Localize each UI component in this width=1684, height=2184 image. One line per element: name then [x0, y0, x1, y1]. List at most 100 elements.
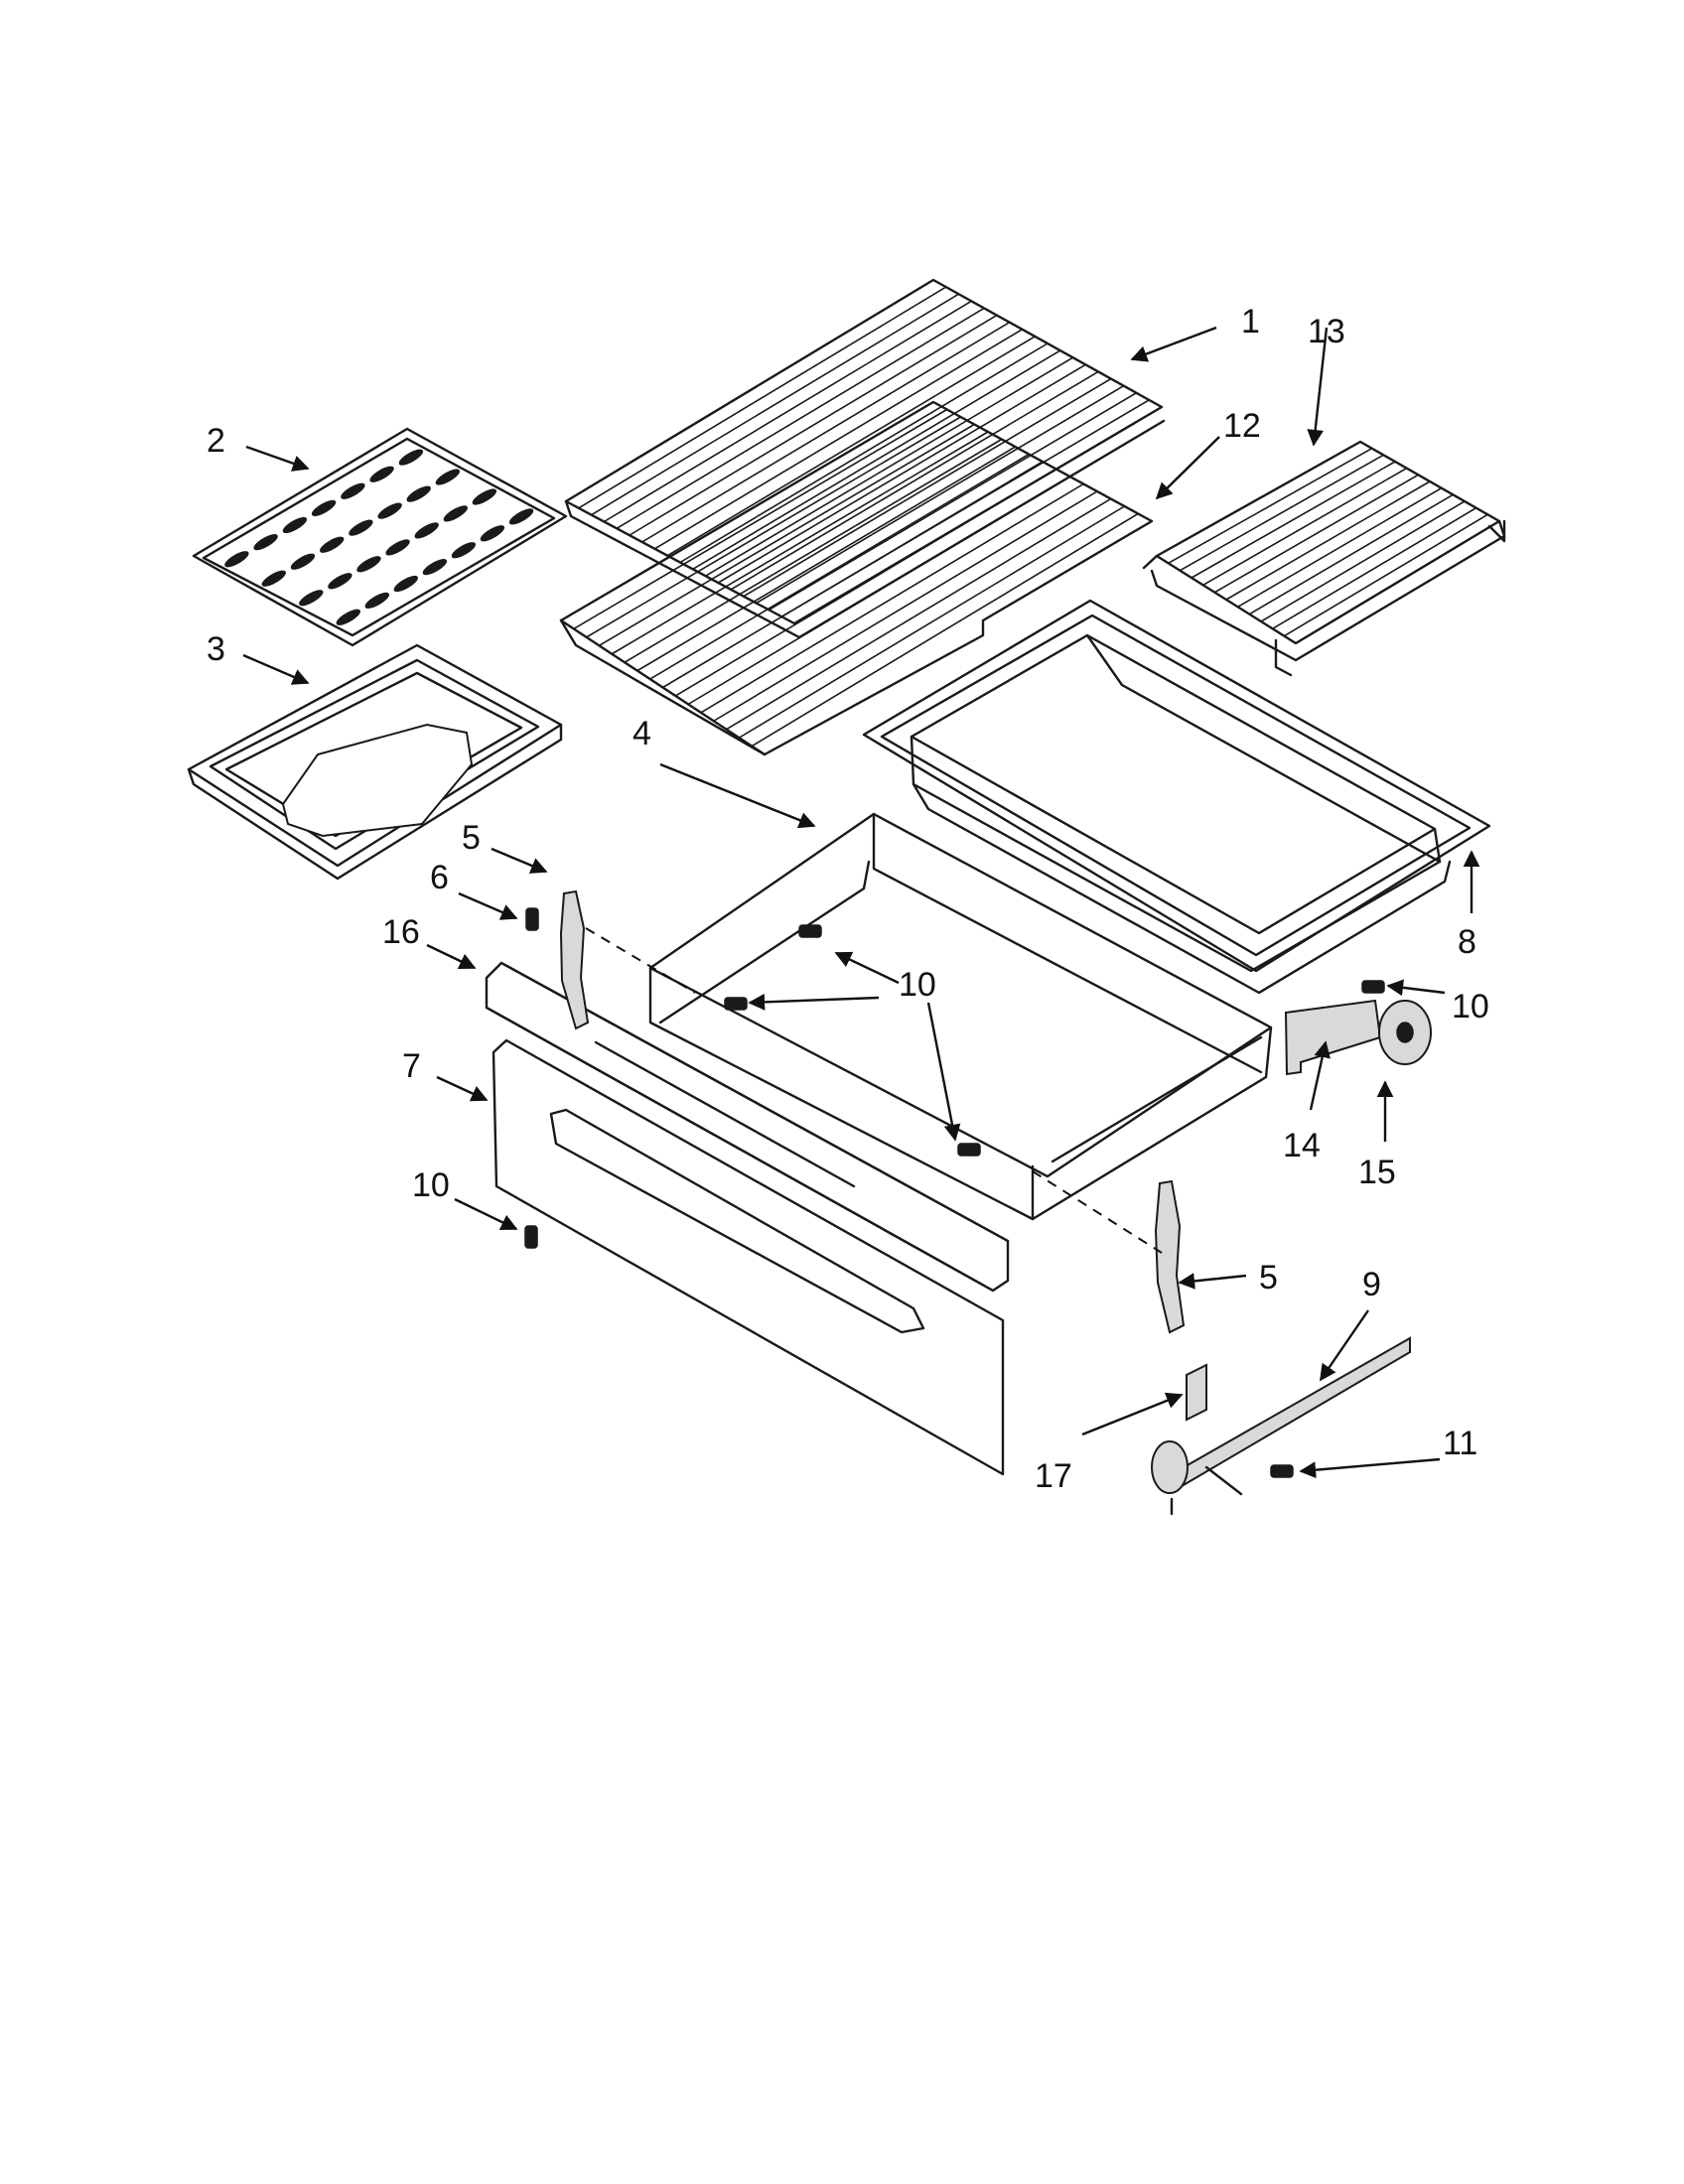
rack-wire [769, 392, 1137, 612]
grid-slot [290, 553, 316, 570]
leader-lines [242, 326, 1480, 1479]
rack-wire [713, 490, 1098, 722]
grid-slot [406, 485, 431, 502]
rack-wire [573, 408, 948, 630]
callout-5-left: 5 [462, 819, 481, 857]
grid-slot [224, 551, 249, 568]
drawer-front-panel [491, 1038, 1005, 1476]
rack-wire [616, 307, 985, 530]
rack-wire [730, 370, 1099, 591]
callout-10-center: 10 [899, 966, 936, 1004]
rack-wire [1283, 513, 1488, 637]
rack-wire [586, 416, 961, 638]
rack-wire [738, 505, 1125, 739]
grid-slot [480, 525, 505, 542]
rack-wire [578, 286, 947, 509]
oven-rack-upper [564, 278, 1166, 639]
rack-wire [687, 476, 1070, 706]
callout-5-right: 5 [1259, 1259, 1278, 1297]
rack-wire [1272, 506, 1477, 630]
rack-wire [666, 336, 1036, 557]
drawer-slide-left [559, 889, 590, 1030]
grid-slot [311, 499, 337, 517]
rack-wire [679, 342, 1049, 564]
callout-6: 6 [430, 859, 449, 896]
callout-13: 13 [1308, 313, 1345, 350]
grid-slot [398, 449, 424, 466]
rack-wire [1260, 500, 1466, 622]
grid-slot [393, 575, 418, 593]
grid-slot [320, 536, 345, 553]
rack-wire [624, 438, 1003, 663]
screw-10-b [798, 924, 822, 938]
grid-slot [341, 482, 365, 499]
grid-slot [349, 519, 373, 536]
callout-2: 2 [207, 422, 225, 460]
drawer-trim [485, 961, 1010, 1293]
grid-slot [328, 573, 352, 590]
callout-3: 3 [207, 630, 225, 668]
callout-12: 12 [1223, 407, 1261, 445]
rack-wire [611, 431, 989, 655]
rack-wire [726, 497, 1112, 731]
rack-wire [705, 356, 1073, 577]
rack-wire [1225, 480, 1431, 601]
rack-wire [756, 384, 1125, 605]
grid-slot [282, 516, 308, 534]
rack-wire [654, 329, 1023, 550]
rack-wire [751, 512, 1139, 748]
screw-10-e [524, 1225, 538, 1249]
grid-slot [253, 533, 278, 551]
grid-slot [435, 469, 461, 485]
broiler-grid [192, 427, 568, 647]
grid-slot [261, 570, 286, 587]
callout-11: 11 [1443, 1425, 1477, 1462]
callout-17: 17 [1035, 1457, 1072, 1495]
rack-wire [1237, 486, 1443, 609]
rack-wire [674, 468, 1057, 697]
rail-bracket [1186, 1363, 1207, 1422]
grid-slot [414, 522, 439, 539]
callout-1: 1 [1241, 303, 1260, 341]
rack-wire [692, 349, 1061, 571]
drawer-pan [862, 599, 1491, 995]
grid-slot [377, 502, 402, 519]
screw-11 [1270, 1464, 1294, 1478]
grid-slot [422, 558, 448, 576]
oven-rack-lower [559, 400, 1154, 756]
grid-slot [451, 542, 477, 559]
rack-wire [1248, 493, 1454, 615]
rack-wire [649, 453, 1030, 680]
stop-screw [525, 907, 539, 931]
callout-9: 9 [1362, 1266, 1381, 1303]
grid-slot [336, 609, 360, 625]
rack-wire [1168, 447, 1373, 565]
rack-wire [662, 461, 1044, 689]
alignment-line-left [585, 927, 696, 994]
rack-wire [1179, 454, 1384, 572]
callout-14: 14 [1283, 1127, 1321, 1164]
screw-10-c [957, 1143, 981, 1157]
callout-7: 7 [402, 1047, 421, 1085]
roller [1378, 1000, 1432, 1065]
rack-wire [717, 363, 1086, 584]
screw-10-a [724, 997, 748, 1011]
rack-wire [1202, 467, 1408, 587]
grid-slot [385, 539, 410, 556]
grid-slot [472, 488, 497, 505]
rack-wire [599, 423, 975, 647]
rack-wire [1191, 461, 1396, 579]
rack-wire [636, 446, 1016, 672]
roller-bracket [1284, 999, 1382, 1076]
broiler-pan [187, 643, 563, 881]
callout-10-right: 10 [1452, 988, 1489, 1025]
rack-wire [1213, 474, 1419, 594]
rack-wire [743, 377, 1112, 598]
rack-wire [591, 293, 959, 516]
grid-slot [508, 508, 534, 525]
callout-15: 15 [1358, 1154, 1396, 1191]
half-rack [1142, 440, 1506, 677]
grid-slot [364, 592, 389, 610]
screw-10-d [1361, 980, 1385, 994]
